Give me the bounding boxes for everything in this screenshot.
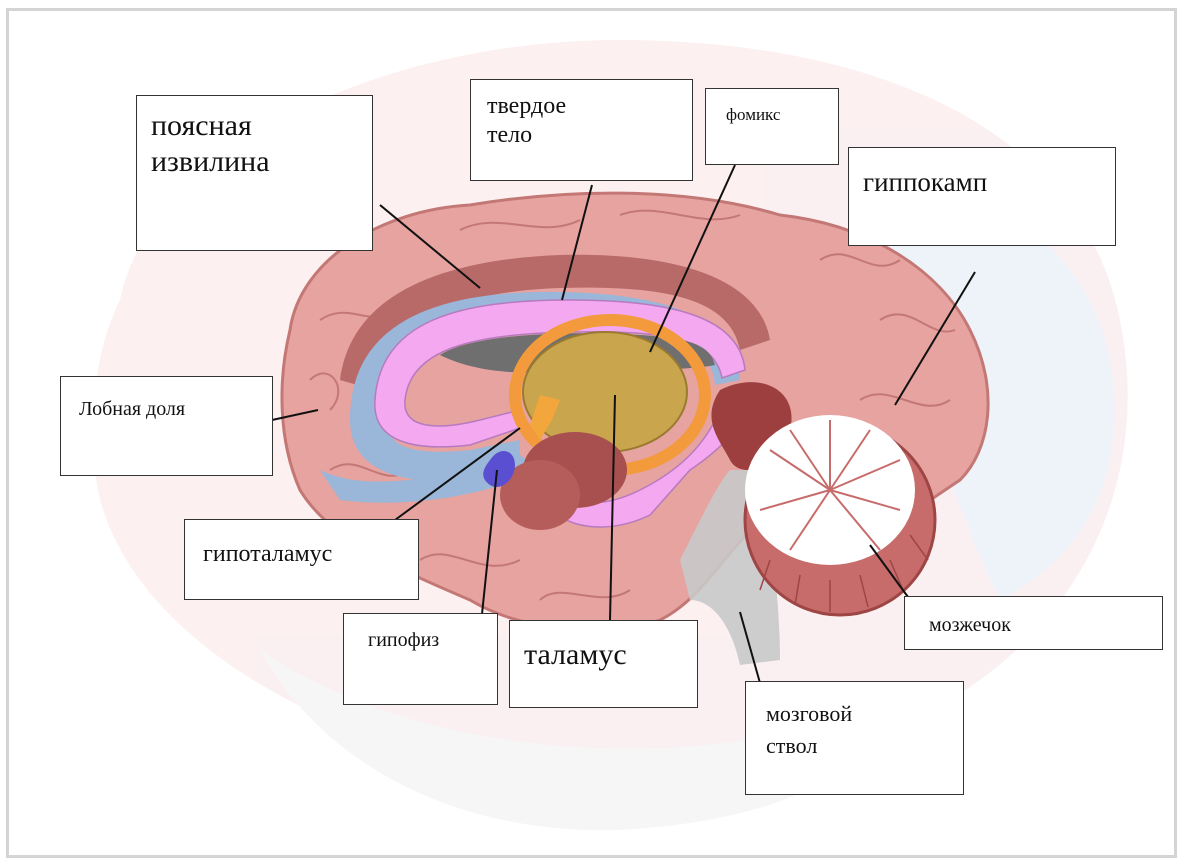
label-text: мозговой ствол xyxy=(766,698,852,762)
label-fornix: фомикс xyxy=(705,88,839,165)
label-corpus-callosum: твердое тело xyxy=(470,79,693,181)
label-hypothalamus: гипоталамус xyxy=(184,519,419,600)
label-text: поясная извилина xyxy=(151,108,270,180)
thalamus xyxy=(523,332,687,452)
label-pituitary: гипофиз xyxy=(343,613,498,705)
label-thalamus: таламус xyxy=(509,620,698,708)
label-cingulate-gyrus: поясная извилина xyxy=(136,95,373,251)
label-cerebellum: мозжечок xyxy=(904,596,1163,650)
label-frontal-lobe: Лобная доля xyxy=(60,376,273,476)
label-text: твердое тело xyxy=(487,92,566,150)
label-text: Лобная доля xyxy=(79,397,185,421)
label-hippocampus: гиппокамп xyxy=(848,147,1116,246)
label-brainstem: мозговой ствол xyxy=(745,681,964,795)
label-text: гипоталамус xyxy=(203,540,332,569)
label-text: гиппокамп xyxy=(863,166,987,198)
label-text: мозжечок xyxy=(929,613,1011,637)
label-text: фомикс xyxy=(726,105,780,125)
label-text: гипофиз xyxy=(368,628,439,652)
label-text: таламус xyxy=(524,637,627,673)
